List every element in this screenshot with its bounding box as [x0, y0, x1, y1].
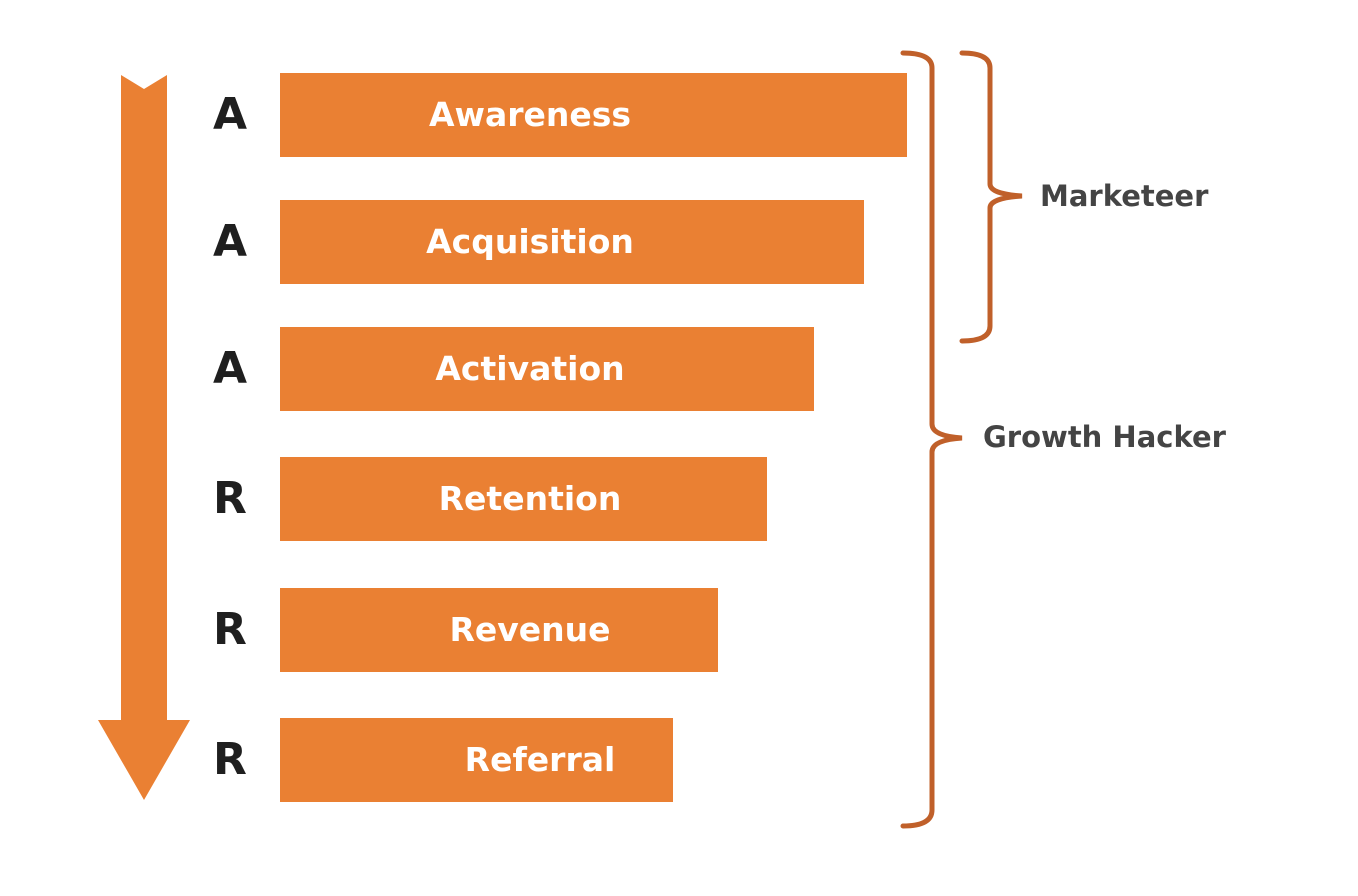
stage-label: Revenue — [449, 610, 611, 649]
stage-label: Activation — [435, 349, 625, 388]
marketeer-label: Marketeer — [1040, 179, 1209, 213]
stage-letter: R — [213, 604, 247, 655]
stage-bar-acquisition — [280, 200, 864, 284]
stage-bar-activation — [280, 327, 814, 411]
stage-letter: A — [212, 343, 248, 394]
stage-bar-awareness — [280, 73, 907, 157]
down-arrow-icon — [98, 75, 190, 800]
stage-label: Retention — [438, 479, 622, 518]
growth-hacker-bracket — [900, 50, 963, 829]
stage-letter: R — [213, 473, 247, 524]
stage-label: Awareness — [428, 95, 632, 134]
stage-label: Acquisition — [426, 222, 634, 261]
marketeer-bracket — [959, 50, 1023, 344]
stage-bar-retention — [280, 457, 767, 541]
stage-letter: A — [212, 89, 248, 140]
stage-label: Referral — [464, 740, 616, 779]
stage-letter: A — [212, 216, 248, 267]
growth-hacker-label: Growth Hacker — [983, 420, 1226, 454]
stage-bar-revenue — [280, 588, 718, 672]
stage-bar-referral — [280, 718, 673, 802]
stage-letter: R — [213, 734, 247, 785]
